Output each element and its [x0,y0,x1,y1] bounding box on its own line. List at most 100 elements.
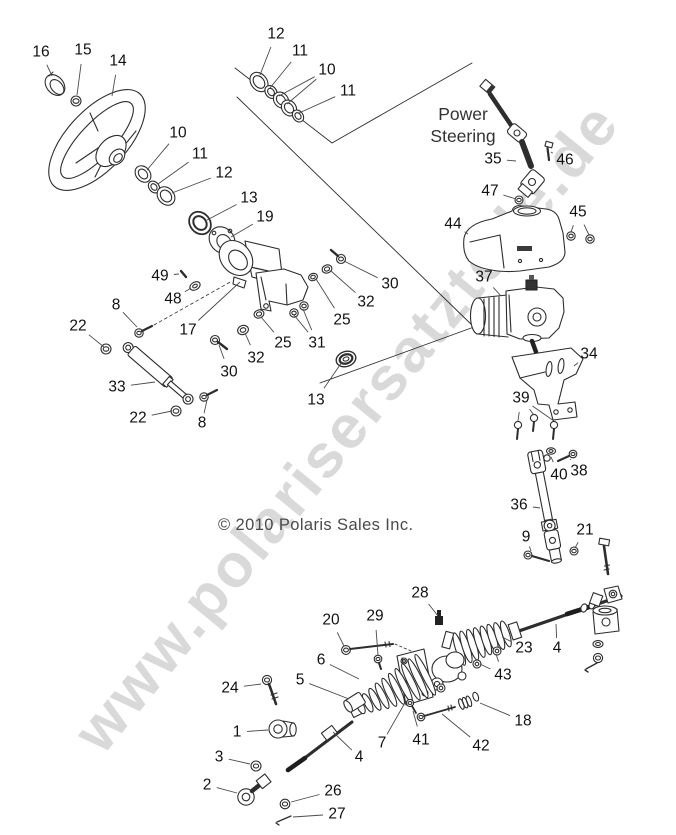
callout-29: 29 [366,608,383,625]
callout-4: 4 [553,640,562,657]
callout-15: 15 [74,42,91,59]
callout-8: 8 [112,297,121,314]
leader-line-10 [278,76,315,97]
callout-20: 20 [322,612,340,629]
callout-28: 28 [411,585,428,602]
callout-13: 13 [307,392,324,409]
leader-line-3 [228,758,251,765]
callout-6: 6 [317,652,326,669]
clamp-half [189,281,201,291]
leader-line-8 [203,399,208,414]
leader-line-11 [157,161,189,185]
lower-bearing [335,350,357,368]
callout-44: 44 [444,216,462,233]
long-flange-bolt [598,537,611,576]
leader-line-9 [528,546,532,552]
leader-line-12 [171,177,212,194]
leader-line-49 [173,273,180,275]
leader-line-47 [503,194,517,200]
leader-line-8 [122,311,138,328]
callout-37: 37 [475,269,492,286]
leader-line-35 [506,159,517,162]
leader-line-23 [501,636,512,643]
rack-bolt-29 [373,654,383,670]
leader-line-45 [583,224,590,236]
leader-line-12 [259,46,272,76]
leader-line-22 [88,334,105,348]
leader-line-7 [386,700,407,735]
leader-line-27 [292,814,324,818]
leader-line-4 [555,623,558,639]
leader-line-24 [243,683,262,687]
spring-washer-18 [458,691,480,710]
eps-motor-unit [469,275,565,355]
column-nut-lower [170,405,182,417]
leader-line-31 [302,308,313,331]
leader-line-45 [570,225,574,233]
leader-line-10 [146,143,170,171]
bracket-nuts-31 [289,301,309,318]
leader-line-43 [495,653,500,662]
leader-line-41 [412,710,418,727]
callout-14: 14 [109,53,127,70]
clamp-bolt-42 [416,704,456,722]
shaft-bolt-46 [544,140,554,162]
bolt-38 [556,449,578,463]
callout-47: 47 [481,183,498,200]
callout-11: 11 [292,43,308,60]
leader-line-29 [375,629,379,656]
callout-35: 35 [484,151,501,168]
leader-line-39 [532,405,555,422]
callout-30: 30 [381,276,399,293]
rack-and-pinion [285,585,623,773]
callout-23: 23 [515,640,532,657]
leader-line-30 [218,344,225,360]
callout-26: 26 [324,783,341,800]
rack-nuts-43 [472,646,502,669]
callout-27: 27 [328,806,345,823]
cotter-pin-27 [275,815,292,826]
leader-line-39 [529,408,535,416]
leader-line-18 [479,702,511,717]
callout-17: 17 [179,322,196,339]
leader-line-46 [550,151,554,154]
leader-line-14 [111,74,117,97]
callout-12: 12 [215,165,232,182]
callout-38: 38 [570,463,587,480]
callout-11: 11 [192,146,208,163]
column-bolt-lower [199,388,219,402]
callout-49: 49 [151,268,168,285]
bracket-washer-32-right [321,264,333,274]
leader-line-30 [343,260,378,279]
callout-25: 25 [333,312,350,329]
callout-30: 30 [220,364,238,381]
console-cover [463,205,566,273]
leader-line-28 [428,603,439,617]
leader-line-48 [184,287,192,293]
leader-line-22 [151,410,173,416]
leader-line-33 [130,381,156,386]
leader-line-11 [269,61,292,89]
callout-45: 45 [569,204,586,221]
callout-10: 10 [318,62,336,79]
leader-line-16 [46,64,53,77]
callout-5: 5 [296,672,305,689]
callout-41: 41 [412,732,429,749]
washer-stack [134,165,212,236]
leader-line-44 [464,231,469,235]
leader-line-10 [286,78,317,105]
clamp-screw [179,269,188,279]
callout-8: 8 [198,415,207,432]
callout-24: 24 [221,680,239,697]
callout-16: 16 [32,44,49,61]
callout-21: 21 [576,522,593,539]
callout-2: 2 [203,777,212,794]
callout-39: 39 [512,390,529,407]
leader-line-11 [298,96,336,114]
leader-line-19 [230,223,254,238]
leader-line-6 [329,664,360,680]
leader-line-36 [532,506,541,509]
leader-line-20 [336,632,345,647]
leader-line-5 [309,683,350,700]
